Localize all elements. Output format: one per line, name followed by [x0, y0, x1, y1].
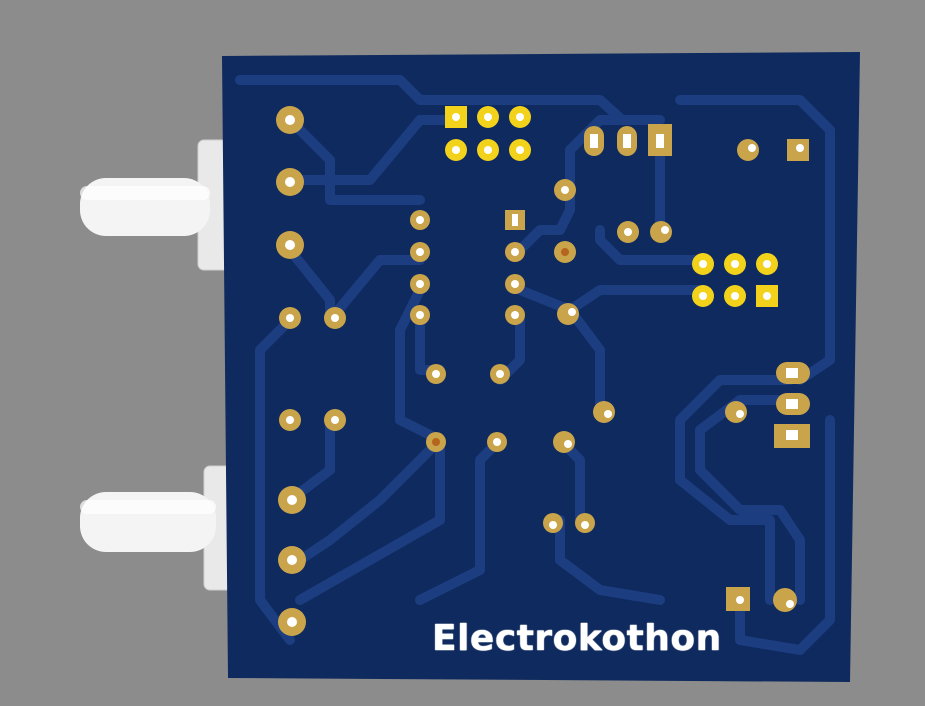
- header-2x3-top: [445, 106, 531, 161]
- pad-mid-1: [554, 179, 576, 201]
- pad-mid-5: [557, 303, 579, 325]
- pad-low-5: [593, 401, 615, 423]
- pad-left-2: [276, 168, 304, 196]
- pad-left-4: [279, 307, 301, 329]
- pad-left-9: [278, 546, 306, 574]
- regulator-3pin-right: [774, 362, 810, 448]
- copper-traces: [235, 75, 835, 655]
- pad-br-2: [773, 588, 797, 612]
- solder-pads: [276, 106, 810, 636]
- pad-low-4: [487, 432, 507, 452]
- pad-low-7: [543, 513, 563, 533]
- regulator-3pin-top: [584, 124, 672, 156]
- pad-left-7: [324, 409, 346, 431]
- pcb-board: [222, 52, 860, 682]
- ic-dip8: [410, 210, 525, 325]
- pad-left-5: [324, 307, 346, 329]
- pad-right-1: [725, 401, 747, 423]
- pad-left-10: [278, 608, 306, 636]
- pad-tr-2: [787, 139, 809, 161]
- pad-tr-1: [737, 139, 759, 161]
- header-2x3-right: [692, 253, 778, 307]
- pad-low-3: [426, 432, 446, 452]
- pad-left-3: [276, 231, 304, 259]
- pad-mid-2: [617, 221, 639, 243]
- pad-br-1: [726, 587, 750, 611]
- pad-low-8: [575, 513, 595, 533]
- pad-low-2: [490, 364, 510, 384]
- silkscreen-label: Electrokothon: [432, 618, 722, 659]
- pad-low-1: [426, 364, 446, 384]
- pad-low-6: [553, 431, 575, 453]
- pad-mid-4: [554, 241, 576, 263]
- pad-left-8: [278, 486, 306, 514]
- pad-left-6: [279, 409, 301, 431]
- pad-left-1: [276, 106, 304, 134]
- pad-mid-3: [650, 221, 672, 243]
